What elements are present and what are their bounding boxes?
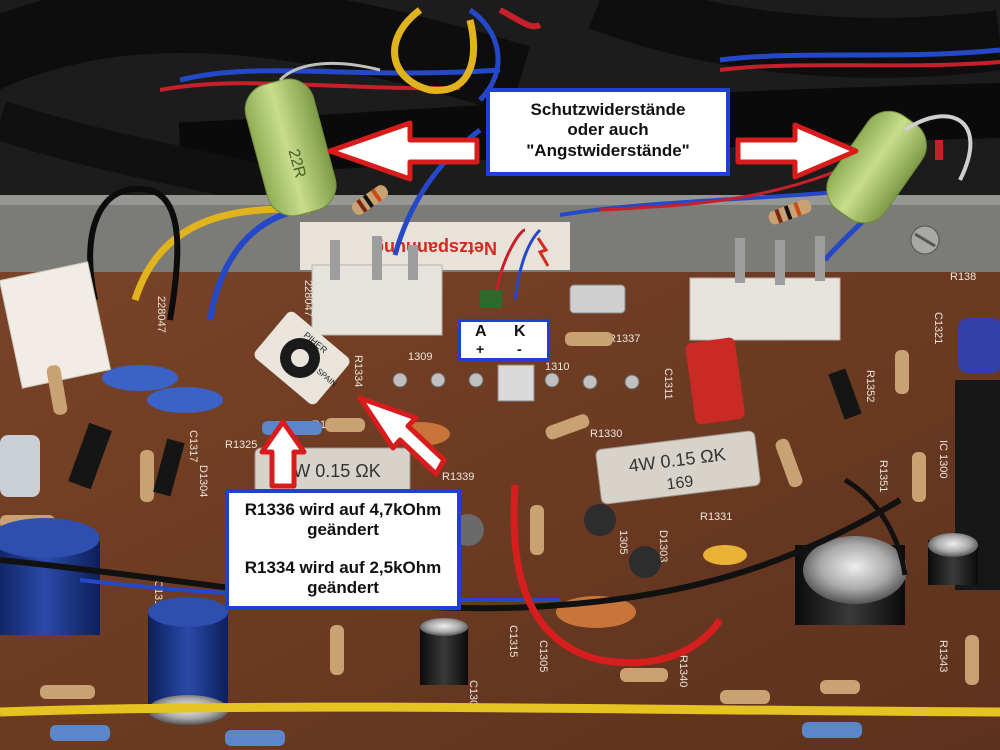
svg-text:IC 1300: IC 1300 (937, 440, 949, 479)
svg-text:R1340: R1340 (677, 655, 689, 687)
arrow-up-r1336 (259, 419, 307, 489)
svg-text:R1325: R1325 (225, 439, 257, 451)
svg-text:C1317: C1317 (187, 430, 199, 462)
arrow-right (735, 122, 859, 180)
blue-wire-right (719, 47, 1000, 63)
callout-resistor-changes: R1336 wird auf 4,7kOhm geändert R1334 wi… (225, 489, 461, 610)
black-wire-left (87, 185, 181, 321)
red-wire-pcb (510, 484, 723, 667)
black-wire-right (843, 477, 908, 576)
svg-text:228047: 228047 (155, 296, 167, 333)
resistor-lead-left (278, 62, 381, 82)
red-film-capacitor (685, 337, 745, 425)
red-wire-diode (493, 228, 526, 301)
black-cable-1 (0, 0, 530, 114)
blue-wire-mid (559, 188, 861, 217)
electrolytic-cap-small-right (928, 533, 978, 585)
svg-text:R1339: R1339 (442, 471, 474, 483)
svg-text:D1304: D1304 (197, 465, 209, 497)
anode-sign: + (476, 341, 485, 357)
callout-bottom-line4: geändert (307, 578, 379, 598)
white-cap-left (0, 435, 40, 497)
resistor-lead-right (903, 114, 973, 181)
cathode-sign: - (517, 341, 522, 357)
trimmer-potentiometer: PIHER SPAIN (254, 311, 350, 405)
svg-text:4W 0.15 ΩK: 4W 0.15 ΩK (283, 461, 381, 481)
svg-text:C1305: C1305 (537, 640, 549, 672)
svg-text:1310: 1310 (545, 361, 569, 373)
callout-bottom-line2: geändert (307, 520, 379, 540)
svg-text:R1331: R1331 (700, 511, 732, 523)
svg-text:C1311: C1311 (662, 368, 674, 400)
svg-text:R138: R138 (950, 271, 976, 283)
power-resistor-right: 4W 0.15 ΩK 169 (595, 430, 761, 505)
svg-text:C1321: C1321 (932, 312, 944, 344)
anode-label: A (475, 323, 487, 340)
metal-edge (0, 195, 1000, 205)
pcb-labels: 228047 228047 R1334 1309 1310 R1337 C131… (152, 271, 976, 712)
svg-text:R1330: R1330 (590, 428, 622, 440)
electrolytic-cap-bottom-left (148, 597, 228, 725)
lightning-symbol (536, 237, 550, 267)
diode-3 (828, 368, 862, 420)
svg-text:R1334: R1334 (352, 355, 364, 387)
blue-wire-diode (513, 228, 542, 301)
callout-bottom-line3: R1334 wird auf 2,5kOhm (244, 557, 442, 577)
crystal-component (569, 284, 626, 314)
electrolytic-cap-right (795, 536, 907, 625)
callout-protection-resistors: Schutzwiderstände oder auch "Angstwiders… (486, 88, 730, 176)
connector-right (689, 277, 841, 341)
sticker-text: Netzspannung (373, 238, 497, 258)
svg-text:R1343: R1343 (937, 640, 949, 672)
cathode-label: K (514, 323, 526, 340)
blue-cap-right (958, 318, 1000, 373)
test-pins (392, 372, 640, 390)
red-wire-top (498, 7, 542, 30)
diode-1 (68, 422, 112, 490)
arrow-diagonal-r1334 (357, 395, 447, 477)
yellow-cap (703, 545, 747, 565)
connector-pins (330, 236, 825, 285)
svg-text:R1337: R1337 (608, 333, 640, 345)
svg-text:R1352: R1352 (864, 370, 876, 402)
callout-bottom-line1: R1336 wird auf 4,7kOhm (244, 500, 442, 519)
electrolytic-cap-center (420, 618, 468, 685)
blue-cap-b (147, 387, 223, 413)
svg-text:R1351: R1351 (877, 460, 889, 492)
blue-cap-a (102, 365, 178, 391)
callout-top-line3: "Angstwiderstände" (526, 140, 690, 160)
arrow-left (327, 120, 480, 182)
small-green-part (480, 290, 502, 308)
small-resistor-b (768, 199, 812, 225)
svg-text:228047: 228047 (302, 280, 314, 317)
svg-text:1309: 1309 (408, 351, 432, 363)
film-capacitor-white (0, 261, 112, 389)
red-sleeve (935, 140, 943, 160)
black-cable-4 (588, 0, 1000, 78)
diode-2 (153, 438, 185, 497)
protection-resistor-left: 22R (244, 78, 337, 217)
red-wire-right (719, 60, 1000, 72)
yellow-wire-bottom (0, 702, 1000, 717)
screw-slot (914, 232, 936, 248)
electrolytic-cap-left (0, 518, 100, 635)
svg-text:1305: 1305 (617, 530, 629, 554)
svg-text:D1303: D1303 (657, 530, 669, 562)
callout-anode-cathode: A K + - (458, 319, 550, 361)
callout-spacer (229, 541, 457, 558)
component-ak (497, 364, 535, 402)
black-wire-pcb (0, 497, 902, 612)
svg-text:C1315: C1315 (507, 625, 519, 657)
callout-top-line2: oder auch (567, 120, 649, 140)
blue-wire-1 (179, 67, 501, 83)
yellow-wire-top (391, 7, 478, 94)
svg-text:169: 169 (666, 473, 695, 493)
blue-wire-left (207, 207, 301, 321)
small-resistor-a (351, 185, 389, 215)
callout-top-line1: Schutzwiderstände (530, 100, 686, 119)
